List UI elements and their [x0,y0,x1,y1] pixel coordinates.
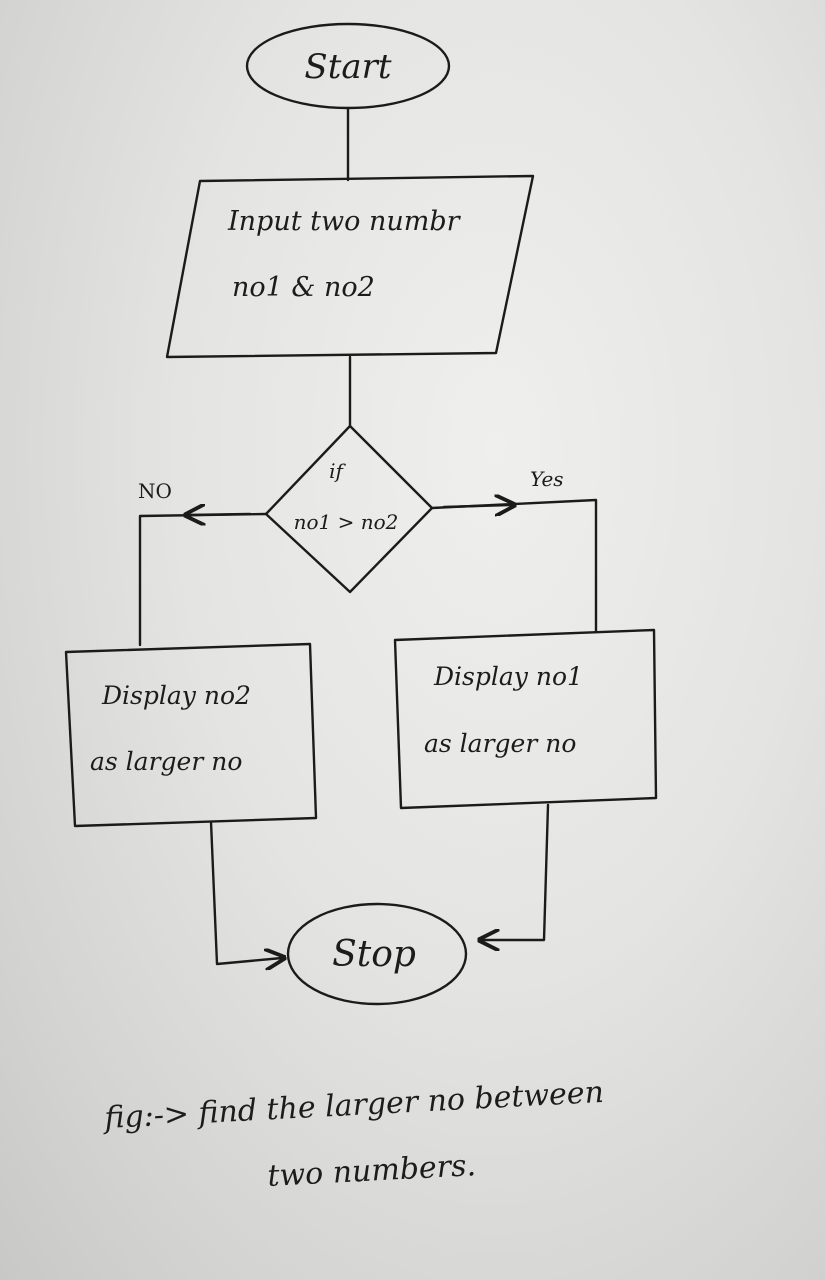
no-branch-line [138,512,268,647]
display-no2-box [64,642,318,828]
connector-right-stop [482,803,550,940]
yes-branch-arrow [442,505,512,507]
connector-left-stop [209,820,282,964]
caption-line2: two numbers. [267,1148,477,1194]
decision-text-line2: no1 > no2 [294,510,399,534]
yes-branch-line [430,498,598,634]
input-parallelogram [165,174,535,359]
stop-label: Stop [332,934,416,975]
display-no1-box [393,628,658,810]
display-no2-line1: Display no2 [101,681,251,710]
display-no1-line2: as larger no [424,729,576,758]
stop-terminal [286,902,468,1006]
display-no1-line1: Display no1 [433,662,583,691]
no-label: NO [138,479,172,503]
caption-line1: fig:-> find the larger no between [102,1075,605,1136]
start-label: Start [304,47,391,87]
decision-diamond [264,424,434,594]
yes-label: Yes [530,467,564,491]
input-text-line2: no1 & no2 [232,272,375,303]
display-no2-line2: as larger no [90,747,242,776]
input-text-line1: Input two numbr [227,206,462,237]
no-branch-arrow [188,514,252,515]
decision-text-line1: if [329,459,346,483]
